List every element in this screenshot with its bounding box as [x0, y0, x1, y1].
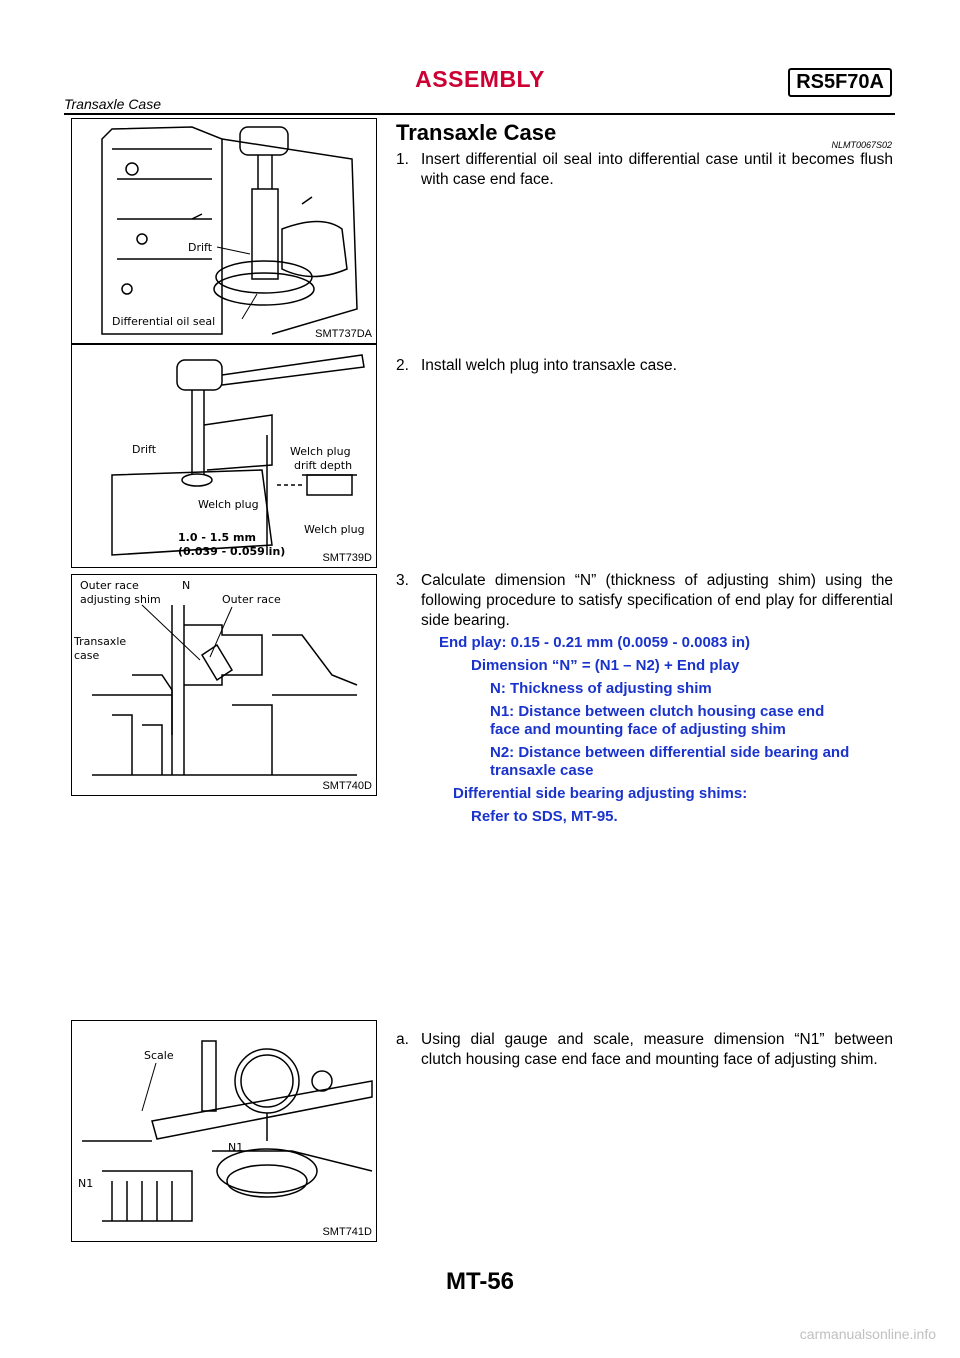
section-title: Transaxle Case: [396, 120, 557, 145]
figure-label: adjusting shim: [80, 593, 161, 606]
step-text: Install welch plug into transaxle case.: [421, 357, 677, 374]
figure-id: SMT739D: [322, 552, 372, 564]
figure-label: Transaxle: [73, 635, 126, 648]
step-number: 2.: [396, 357, 409, 374]
figure-label: (0.039 - 0.059 in): [178, 545, 285, 558]
step-text: Using dial gauge and scale, measure dime…: [421, 1031, 893, 1068]
figure-dial-gauge-drawing: Scale N1 N1: [78, 1040, 373, 1222]
running-subtitle: Transaxle Case: [64, 96, 162, 112]
figure-label: Welch plug: [304, 523, 365, 536]
page-title: ASSEMBLY: [415, 66, 545, 92]
step-2: 2. Install welch plug into transaxle cas…: [396, 356, 893, 376]
spec-reference: Refer to SDS, MT-95.: [471, 808, 618, 825]
figure-label: Welch plug: [290, 445, 351, 458]
spec-n-definition: N: Thickness of adjusting shim: [490, 680, 712, 697]
page-number: MT-56: [445, 1268, 514, 1295]
figure-outer-race: Outer race adjusting shim N Outer race T…: [71, 574, 377, 796]
step-1: 1. Insert differential oil seal into dif…: [396, 150, 893, 190]
figure-label: N1: [228, 1141, 243, 1154]
figure-oil-seal: Drift Differential oil seal SMT737DA: [71, 118, 377, 344]
figure-label: Drift: [188, 241, 213, 254]
figure-label: Outer race: [80, 579, 139, 592]
step-number: a.: [396, 1031, 409, 1048]
spec-n1-definition-line2: face and mounting face of adjusting shim: [490, 721, 786, 738]
model-badge: RS5F70A: [788, 68, 892, 97]
step-text: Calculate dimension “N” (thickness of ad…: [421, 572, 893, 629]
figure-label: case: [74, 649, 100, 662]
spec-n2-definition-line2: transaxle case: [490, 762, 594, 779]
figure-label: Outer race: [222, 593, 281, 606]
figure-label: Differential oil seal: [112, 315, 215, 328]
figure-label: Drift: [132, 443, 157, 456]
figure-label: Welch plug: [198, 498, 259, 511]
figure-id: SMT741D: [322, 1226, 372, 1238]
figure-id: SMT740D: [322, 780, 372, 792]
spec-dimension: Dimension “N” = (N1 – N2) + End play: [471, 657, 740, 674]
spec-end-play: End play: 0.15 - 0.21 mm (0.0059 - 0.008…: [439, 634, 750, 651]
step-number: 1.: [396, 151, 409, 168]
figure-label: N1: [78, 1177, 93, 1190]
figure-label: N: [182, 579, 190, 592]
spec-n2-definition-line1: N2: Distance between differential side b…: [490, 744, 850, 761]
step-number: 3.: [396, 572, 409, 589]
figure-label: Scale: [144, 1049, 174, 1062]
figure-oil-seal-drawing: Drift Differential oil seal: [101, 126, 358, 335]
figure-label: drift depth: [294, 459, 352, 472]
header-rule: [64, 113, 895, 115]
figure-welch-plug-drawing: Drift Welch plug drift depth Welch plug …: [111, 354, 365, 558]
figure-outer-race-drawing: Outer race adjusting shim N Outer race T…: [73, 579, 358, 776]
section-code: NLMT0067S02: [831, 140, 892, 150]
spec-n1-definition-line1: N1: Distance between clutch housing case…: [490, 703, 825, 720]
watermark: carmanualsonline.info: [799, 1326, 936, 1342]
figure-dial-gauge: Scale N1 N1 SMT741D: [71, 1020, 377, 1242]
figure-welch-plug: Drift Welch plug drift depth Welch plug …: [71, 344, 377, 568]
step-a: a. Using dial gauge and scale, measure d…: [396, 1030, 893, 1070]
step-text: Insert differential oil seal into differ…: [421, 151, 893, 188]
spec-shims: Differential side bearing adjusting shim…: [453, 785, 748, 802]
figure-id: SMT737DA: [315, 328, 372, 340]
figure-label: 1.0 - 1.5 mm: [178, 531, 256, 544]
step-3: 3. Calculate dimension “N” (thickness of…: [396, 571, 893, 631]
